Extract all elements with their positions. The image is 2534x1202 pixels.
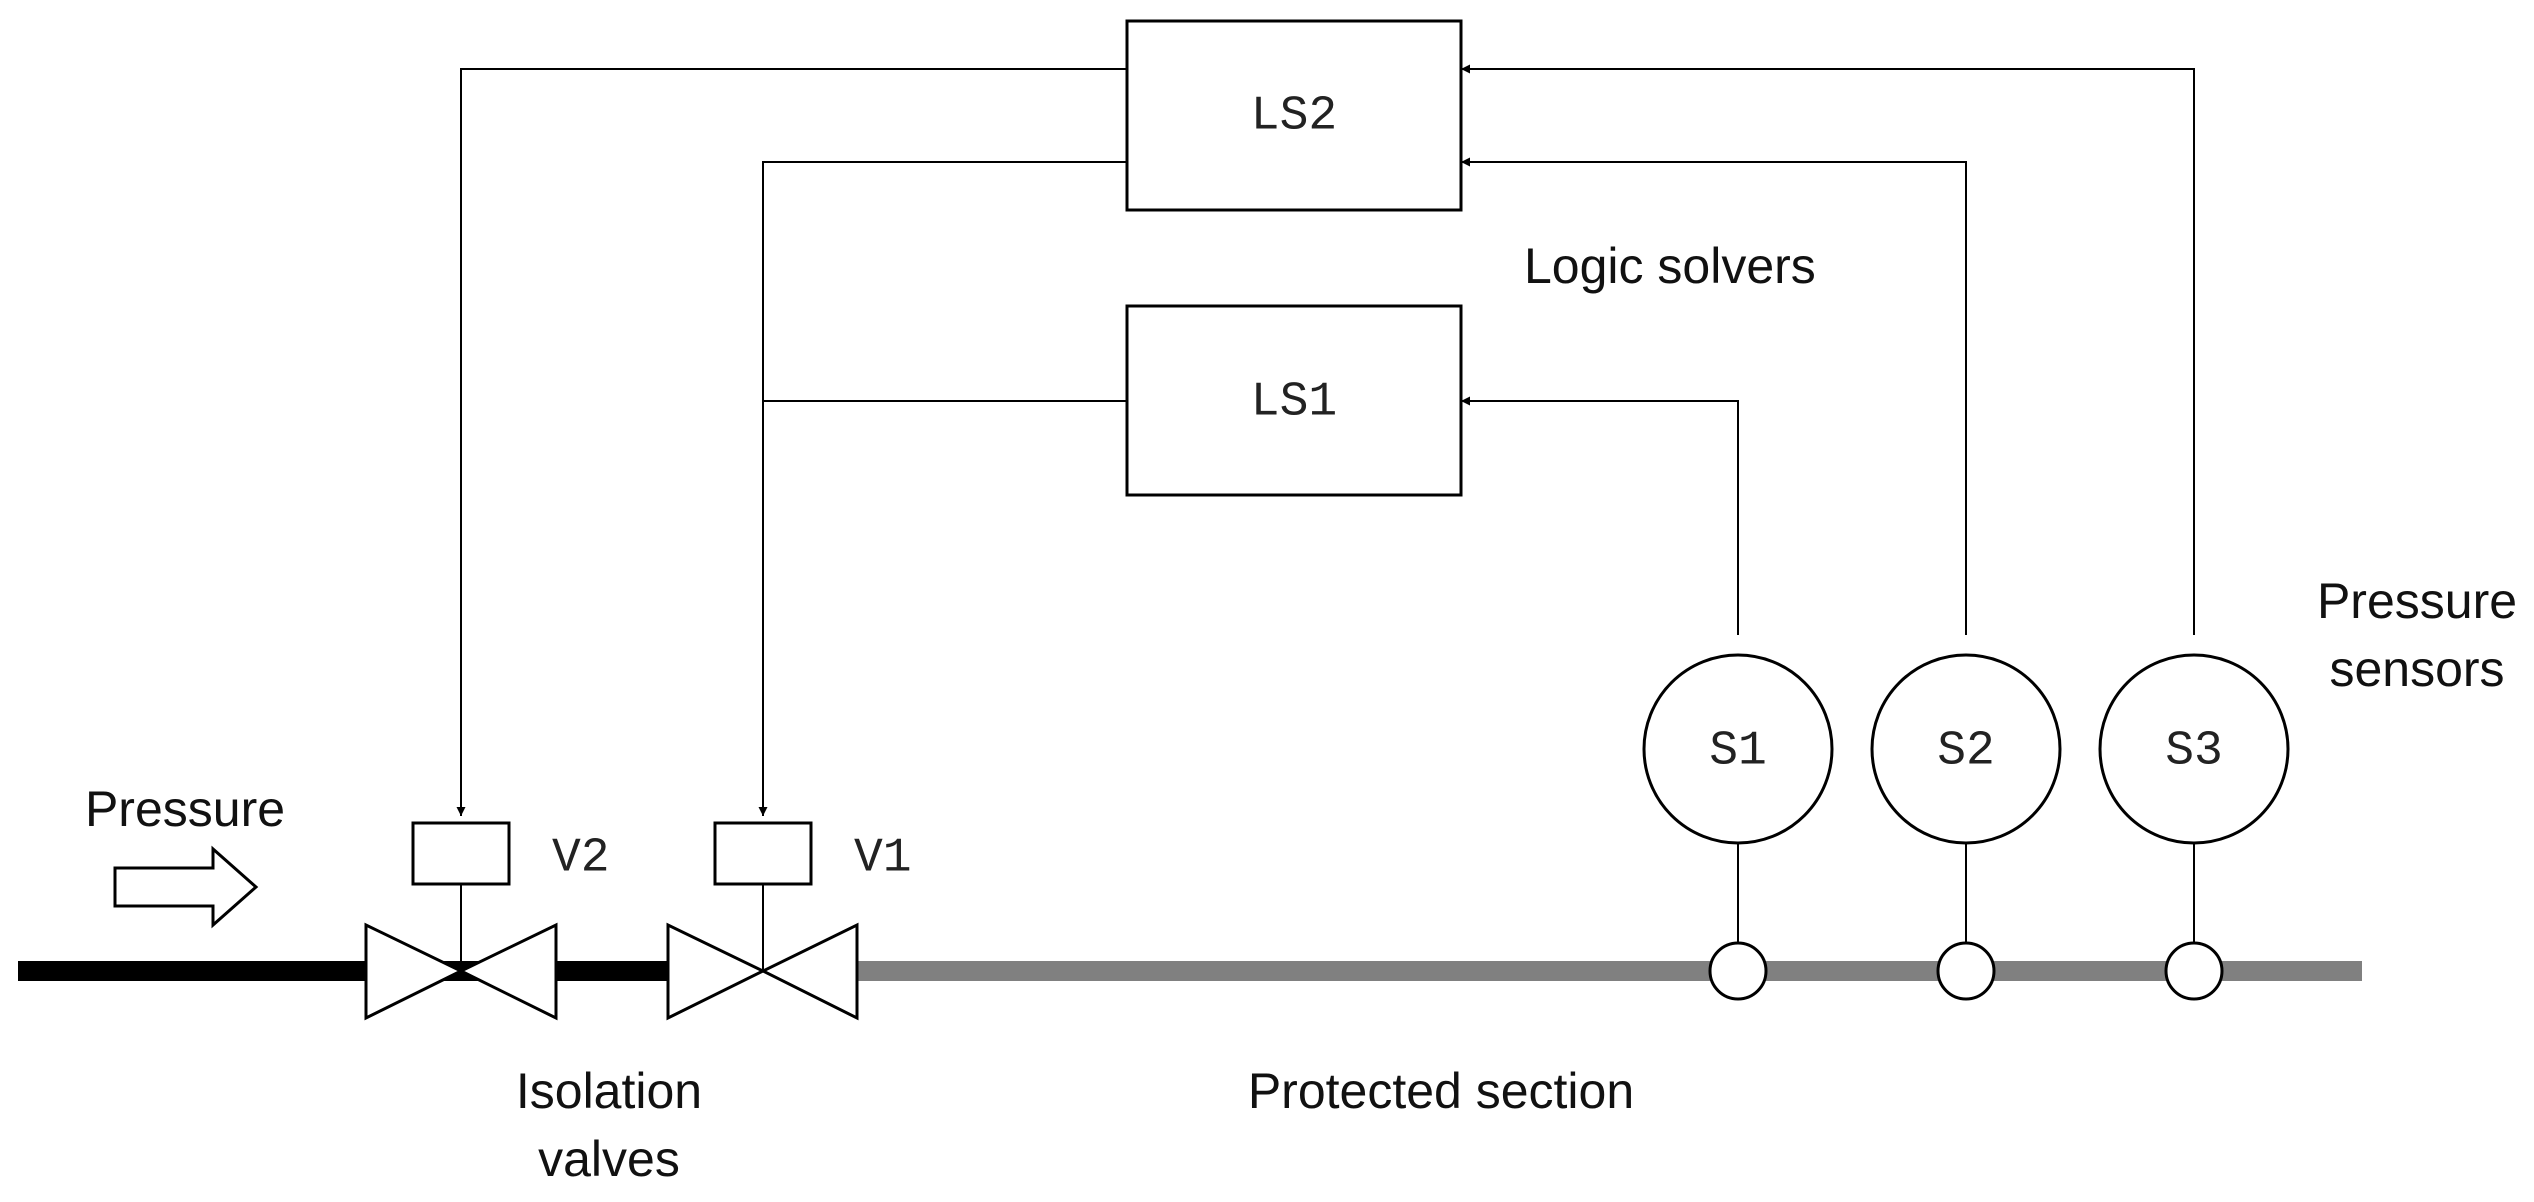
- valve-body-v2: [364, 922, 465, 1021]
- v2-label: V2: [552, 832, 610, 886]
- valve-v2: V2: [364, 821, 610, 1021]
- pressure-inlet-label: Pressure: [85, 781, 285, 837]
- logic-solver-ls1: LS1: [1125, 304, 1463, 497]
- flow-direction-arrow-icon: [113, 845, 259, 929]
- actuator-v2: [411, 821, 511, 886]
- tap-port-s2: [1936, 941, 1996, 1001]
- ls2-label: LS2: [1251, 90, 1337, 144]
- isolation-valves-caption-line1: Isolation: [516, 1063, 702, 1119]
- tap-port-s3: [2164, 941, 2224, 1001]
- v1-label: V1: [854, 832, 912, 886]
- wire-s2-to-ls2: [1461, 157, 1967, 635]
- wire-ls2-to-v1: [758, 161, 1127, 816]
- wire-s3-to-ls2: [1461, 64, 2195, 635]
- isolation-valves-caption-line2: valves: [538, 1131, 680, 1187]
- valve-body-v1: [666, 922, 767, 1021]
- wire-s1-to-ls1: [1461, 396, 1739, 635]
- ls1-label: LS1: [1251, 376, 1337, 430]
- tap-port-s1: [1708, 941, 1768, 1001]
- protected-section-label: Protected section: [1248, 1063, 1634, 1119]
- valve-v1: V1: [666, 821, 912, 1021]
- pressure-sensors-caption-line1: Pressure: [2317, 573, 2517, 629]
- pressure-sensors-caption-line2: sensors: [2329, 641, 2504, 697]
- s2-label: S2: [1937, 725, 1995, 779]
- sensor-s2: S2: [1870, 653, 2062, 1001]
- s3-label: S3: [2165, 725, 2223, 779]
- sensor-s1: S1: [1642, 653, 1834, 1001]
- signal-wires: [456, 64, 2195, 971]
- s1-label: S1: [1709, 725, 1767, 779]
- logic-solvers-caption: Logic solvers: [1524, 238, 1816, 294]
- actuator-v1: [713, 821, 813, 886]
- sensor-s3: S3: [2098, 653, 2290, 1001]
- logic-solver-ls2: LS2: [1125, 19, 1463, 212]
- wire-ls2-to-v2: [456, 68, 1127, 816]
